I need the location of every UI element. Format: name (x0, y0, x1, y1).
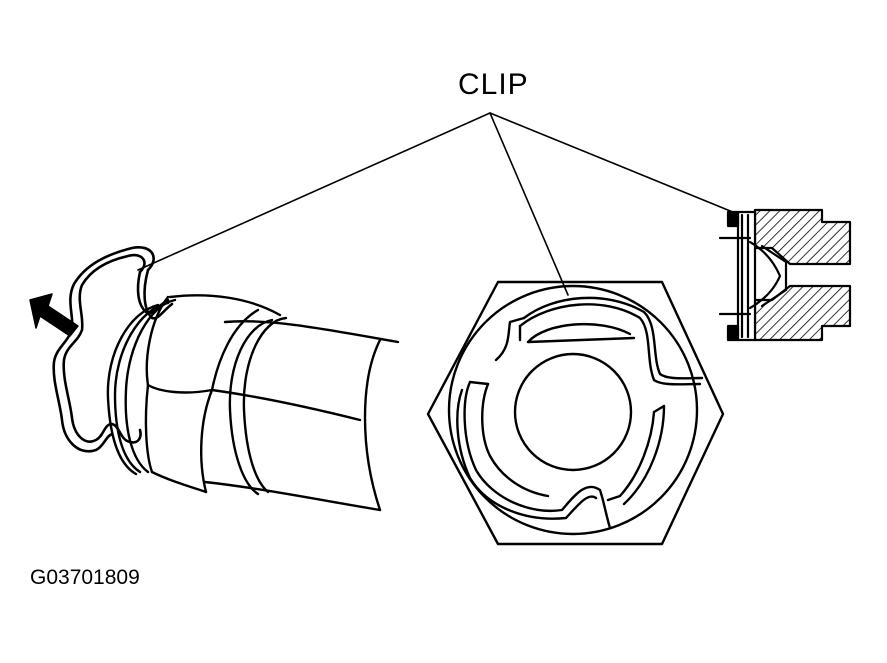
wire-clip-side-view (52, 246, 174, 453)
cross-section-view (718, 208, 852, 342)
leader-lines (137, 112, 746, 296)
fitting-side-view (106, 294, 400, 512)
arrow-pointer-icon (29, 293, 79, 337)
figure-id: G03701809 (30, 566, 140, 589)
clip-callout-label: CLIP (458, 68, 529, 101)
hex-nut-front-view (426, 280, 725, 546)
